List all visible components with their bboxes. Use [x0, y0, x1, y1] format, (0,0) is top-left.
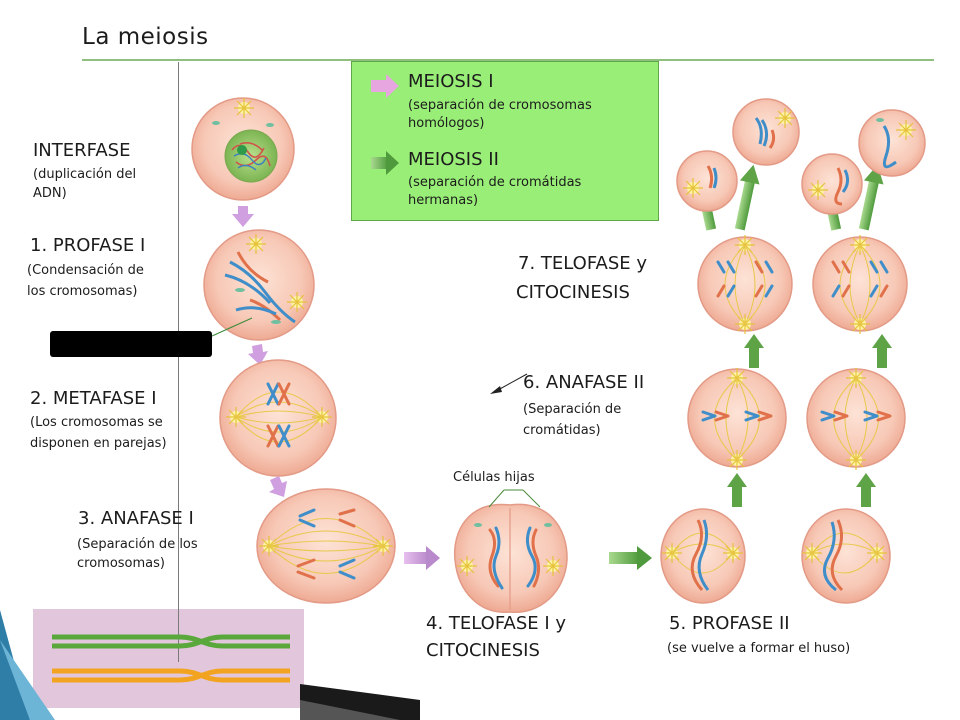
legend-meiosis2-desc-line1: (separación de cromátidas [408, 175, 582, 190]
stage-metafase1-desc-line2: disponen en parejas) [30, 436, 167, 451]
stage-metafase1-desc-line1: (Los cromosomas se [30, 415, 163, 430]
legend-meiosis2-title: MEIOSIS II [408, 149, 499, 170]
stage-profase1-desc-line2: los cromosomas) [27, 284, 138, 299]
daughters-pointer-right [522, 489, 541, 508]
stage-anafase1-desc-line2: cromosomas) [77, 556, 165, 571]
stage-telofase1-title-line1: 4. TELOFASE I y [426, 613, 567, 634]
cell-anafase2-left [687, 367, 787, 471]
cell-final-3 [801, 153, 863, 215]
homologous-chromosomes-illustration [52, 634, 290, 683]
stage-anafase2-title: 6. ANAFASE II [523, 372, 645, 393]
title-underline [82, 59, 934, 61]
arrow-profase1-metafase1 [248, 344, 268, 365]
arrow-anafase2-telofase2-left [744, 334, 764, 368]
cell-anafase2-right [806, 367, 906, 471]
stage-telofase2-title-line1: 7. TELOFASE y [518, 253, 648, 274]
arrow-anafase1-telofase1 [404, 546, 440, 570]
cell-profase1 [203, 229, 315, 341]
legend-meiosis1-desc-line2: homólogos) [408, 116, 485, 131]
stage-telofase2-title-line2: CITOCINESIS [516, 282, 630, 303]
cell-metafase1 [219, 359, 337, 477]
legend-meiosis1-arrow [371, 74, 399, 98]
arrow-anafase2-telofase2-right [872, 334, 892, 368]
legend-meiosis1-desc-line1: (separación de cromosomas [408, 98, 592, 113]
vertical-divider [178, 62, 179, 662]
arrow-metafase1-anafase1 [269, 476, 287, 497]
daughters-pointer-left [488, 489, 505, 508]
legend-meiosis1-title: MEIOSIS I [408, 71, 494, 92]
arrow-profase2-anafase2-left [727, 473, 747, 507]
pointer-arrow-anafase2 [490, 373, 528, 394]
arrow-final-1 [734, 164, 760, 231]
stage-interfase-desc-line2: ADN) [33, 186, 67, 201]
legend-box [351, 61, 659, 221]
cell-interfase [191, 97, 295, 201]
cell-telofase1 [453, 503, 568, 613]
stage-metafase1-title: 2. METAFASE I [30, 388, 157, 409]
cell-final-2 [732, 98, 800, 166]
legend-meiosis2-arrow [371, 151, 399, 175]
profase1-pointer-line [211, 317, 253, 337]
stage-anafase1-desc-line1: (Separación de los [77, 537, 198, 552]
stage-anafase2-desc-line2: cromátidas) [523, 423, 601, 438]
page-title: La meiosis [82, 24, 209, 50]
redacted-label-box [50, 331, 212, 357]
stage-interfase-desc-line1: (duplicación del [33, 167, 137, 182]
cell-profase2-left [660, 508, 746, 604]
arrow-interfase-profase1 [232, 206, 254, 227]
stage-anafase2-desc-line1: (Separación de [523, 402, 622, 417]
arrow-telofase1-profase2 [609, 546, 652, 570]
stage-profase2-title: 5. PROFASE II [669, 613, 790, 634]
cell-telofase2-left [697, 234, 793, 335]
stage-anafase1-title: 3. ANAFASE I [78, 508, 194, 529]
cell-profase2-right [801, 508, 891, 604]
stage-profase1-title: 1. PROFASE I [30, 235, 146, 256]
stage-profase1-desc-line1: (Condensación de [27, 263, 144, 278]
cell-final-4 [858, 109, 926, 177]
stage-profase2-desc: (se vuelve a formar el huso) [667, 641, 851, 656]
daughter-cells-label: Células hijas [453, 470, 535, 485]
legend-meiosis2-desc-line2: hermanas) [408, 193, 479, 208]
stage-interfase-title: INTERFASE [33, 140, 131, 161]
cell-anafase1 [256, 488, 396, 604]
arrow-profase2-anafase2-right [856, 473, 876, 507]
cell-telofase2-right [812, 234, 908, 335]
decorative-shards [0, 610, 420, 720]
cell-final-1 [676, 150, 738, 212]
stage-telofase1-title-line2: CITOCINESIS [426, 640, 540, 661]
